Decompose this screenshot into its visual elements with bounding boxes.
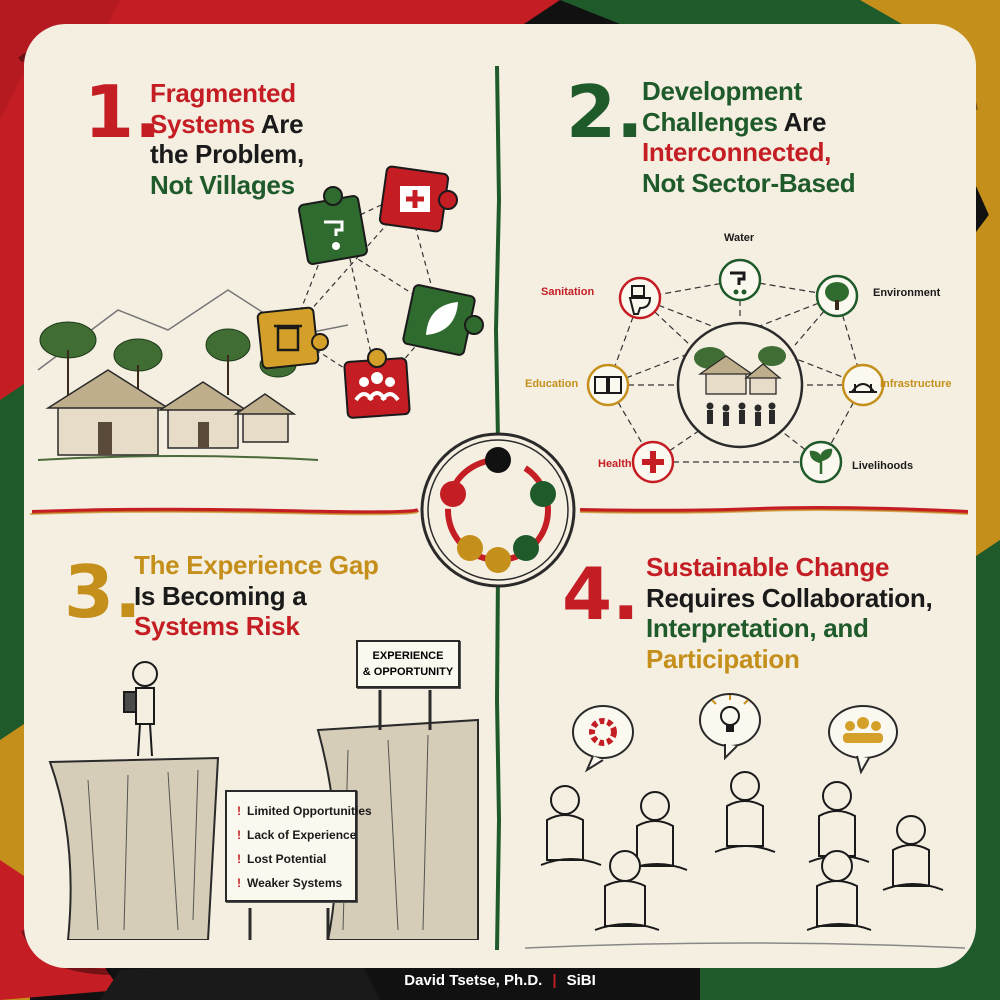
title-line: Interpretation, and xyxy=(646,613,932,644)
footer: David Tsetse, Ph.D. | SiBI xyxy=(0,968,1000,1000)
title-segment: The Experience Gap xyxy=(134,550,379,580)
lightbulb-bubble xyxy=(699,693,761,761)
sign-line-1: EXPERIENCE xyxy=(372,650,444,662)
environment-label: Environment xyxy=(873,287,941,299)
collaboration-circle-illustration xyxy=(524,693,966,949)
experience-opportunity-sign: EXPERIENCE & OPPORTUNITY xyxy=(356,640,460,688)
warning-icon: ! xyxy=(237,828,241,842)
title-segment: Are xyxy=(777,106,827,137)
fragmented-villages-illustration xyxy=(37,165,484,461)
group-bubble xyxy=(828,705,898,775)
title-line: Challenges Are xyxy=(642,107,855,138)
education-node xyxy=(586,363,630,407)
title-segment: Sustainable Change xyxy=(646,552,890,582)
title-segment: Participation xyxy=(646,644,800,675)
title-line: Fragmented xyxy=(150,78,304,109)
title-line: Systems Are xyxy=(150,109,304,140)
title-segment: the Problem, xyxy=(150,139,304,170)
risk-item: ! Weaker Systems xyxy=(237,876,351,890)
title-segment: Systems Risk xyxy=(134,611,300,642)
section-1-number: 1. xyxy=(84,70,162,154)
section-4-number: 4. xyxy=(562,552,640,636)
section-2-number: 2. xyxy=(566,70,644,154)
livelihoods-label: Livelihoods xyxy=(852,460,914,472)
infrastructure-label: Infrastructure xyxy=(880,378,952,390)
sanitation-label: Sanitation xyxy=(541,286,595,298)
sanitation-node xyxy=(618,276,662,320)
experience-gap-illustration xyxy=(48,661,479,940)
puzzle-water-icon xyxy=(298,186,368,265)
sign-line-2: & OPPORTUNITY xyxy=(362,666,454,678)
risk-item: ! Limited Opportunities xyxy=(237,804,372,818)
title-segment: Systems xyxy=(150,108,255,139)
puzzle-health-icon xyxy=(378,165,458,233)
livelihoods-node xyxy=(799,440,843,484)
title-segment: Interconnected, xyxy=(642,137,832,168)
warning-icon: ! xyxy=(237,852,241,866)
warning-icon: ! xyxy=(237,804,241,818)
infrastructure-node xyxy=(841,363,885,407)
title-line: Sustainable Change xyxy=(646,552,932,583)
title-segment: Challenges xyxy=(642,106,778,137)
title-segment: Are xyxy=(254,108,304,139)
title-line: Requires Collaboration, xyxy=(646,582,933,614)
title-segment: Requires Collaboration, xyxy=(646,582,933,613)
title-segment: Is Becoming a xyxy=(134,580,307,611)
water-label: Water xyxy=(724,232,755,244)
risk-text: Lost Potential xyxy=(247,852,327,866)
title-line: Not Sector-Based xyxy=(642,168,856,199)
interconnected-network-diagram xyxy=(586,258,885,484)
title-segment: Fragmented xyxy=(150,78,296,108)
section-3-number: 3. xyxy=(64,550,142,634)
unity-circle-icon xyxy=(420,432,576,588)
gear-bubble xyxy=(572,705,634,773)
title-segment: Interpretation, and xyxy=(646,613,869,644)
risk-list-sign: ! Limited Opportunities! Lack of Experienc… xyxy=(225,790,372,902)
title-line: the Problem, xyxy=(150,139,304,170)
footer-separator: | xyxy=(552,972,557,989)
author-name: David Tsetse, Ph.D. xyxy=(404,972,543,989)
risk-text: Limited Opportunities xyxy=(247,804,372,818)
risk-item: ! Lost Potential xyxy=(237,852,351,866)
title-line: Is Becoming a xyxy=(134,581,379,612)
title-line: Participation xyxy=(646,644,932,675)
risk-text: Lack of Experience xyxy=(247,828,357,842)
puzzle-environment-icon xyxy=(402,284,484,356)
organization-name: SiBI xyxy=(566,972,596,989)
education-label: Education xyxy=(525,378,579,390)
health-label: Health xyxy=(598,458,632,470)
environment-node xyxy=(815,274,859,318)
puzzle-waste-icon xyxy=(256,306,329,370)
risk-text: Weaker Systems xyxy=(247,876,343,890)
title-segment: Not Sector-Based xyxy=(642,168,856,199)
puzzle-community-icon xyxy=(343,348,411,419)
risk-item: ! Lack of Experience xyxy=(237,828,356,842)
title-line: Not Villages xyxy=(150,170,304,201)
warning-icon: ! xyxy=(237,876,241,890)
title-line: The Experience Gap xyxy=(134,550,379,581)
title-line: Systems Risk xyxy=(134,611,379,642)
health-node xyxy=(631,440,675,484)
title-line: Interconnected, xyxy=(642,137,855,168)
title-segment: Not Villages xyxy=(150,170,295,201)
title-segment: Development xyxy=(642,76,802,106)
water-node xyxy=(718,258,762,302)
title-line: Development xyxy=(642,76,855,107)
